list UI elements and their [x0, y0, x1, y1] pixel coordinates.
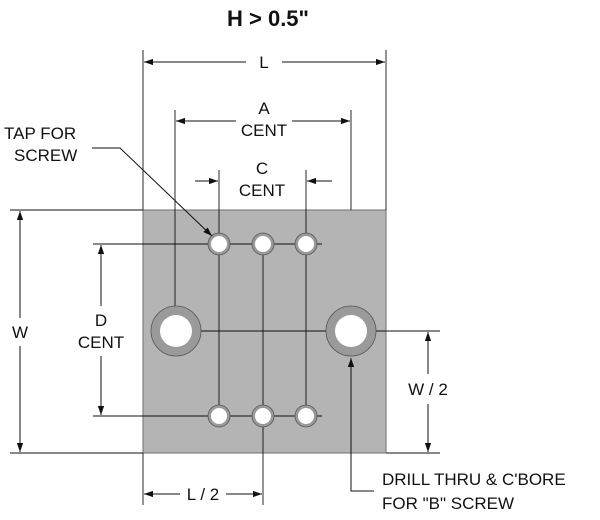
label-drill-line2: FOR "B" SCREW [382, 494, 514, 513]
label-tap-line1: TAP FOR [4, 124, 76, 143]
dimension-L-half: L / 2 [144, 485, 262, 504]
tapped-holes-bottom [207, 404, 318, 428]
title: H > 0.5" [227, 6, 309, 31]
label-D-cent: CENT [78, 333, 124, 352]
dimension-A: A CENT [176, 99, 350, 140]
dimension-C: C CENT [195, 159, 332, 200]
dimension-W: W [12, 211, 28, 452]
label-L-half: L / 2 [187, 485, 219, 504]
label-W: W [12, 323, 28, 342]
label-drill-line1: DRILL THRU & C'BORE [382, 470, 566, 489]
label-C: C [256, 159, 268, 178]
dimension-L: L [144, 53, 385, 72]
leader-drill-thru: DRILL THRU & C'BORE FOR "B" SCREW [347, 358, 566, 513]
tapped-holes-top [207, 232, 318, 256]
counterbore-holes [150, 305, 377, 357]
label-tap-line2: SCREW [14, 146, 77, 165]
label-L: L [259, 53, 268, 72]
extension-lines [10, 50, 440, 505]
label-W-half: W / 2 [408, 380, 448, 399]
dimension-D: D CENT [78, 245, 124, 415]
label-A: A [258, 99, 270, 118]
dimension-W-half: W / 2 [408, 332, 448, 452]
label-D: D [95, 311, 107, 330]
label-C-cent: CENT [239, 181, 285, 200]
leader-tap-for-screw: TAP FOR SCREW [4, 124, 213, 237]
centerlines [93, 110, 440, 505]
label-A-cent: CENT [241, 121, 287, 140]
